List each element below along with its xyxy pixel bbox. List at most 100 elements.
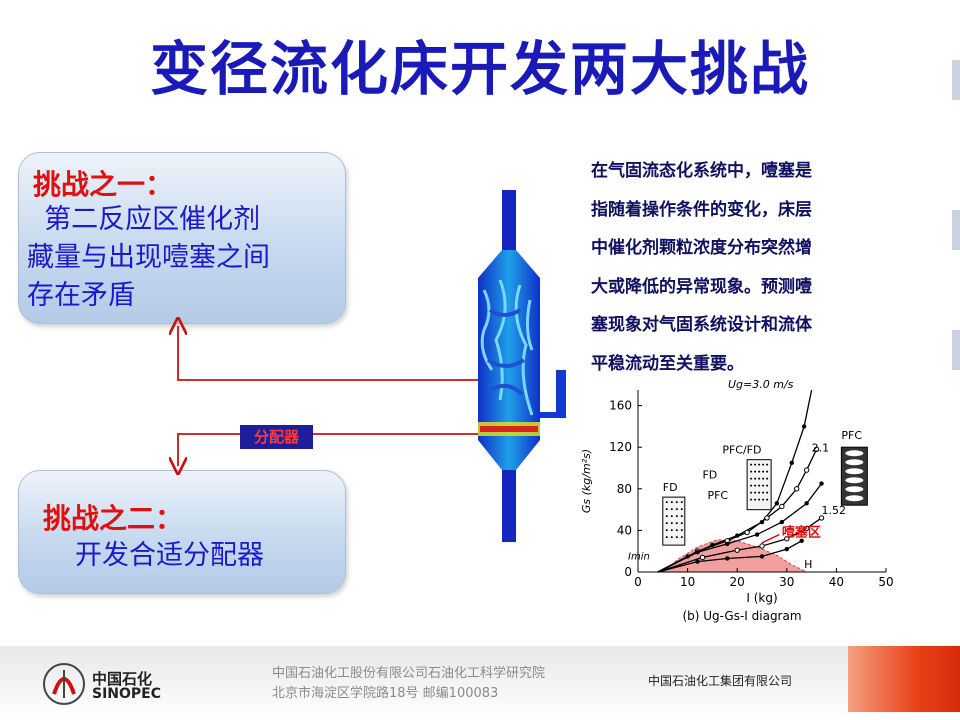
series-label-2-1: 2.1 — [812, 441, 830, 454]
particle-dot — [675, 536, 678, 539]
paragraph-line: 中催化剂颗粒浓度分布突然增 — [591, 238, 812, 258]
slide-edge-mark — [952, 210, 960, 250]
particle-dot — [750, 477, 753, 480]
plug-void — [845, 495, 864, 502]
particle-dot — [762, 477, 765, 480]
particle-dot — [766, 484, 769, 487]
regime-label-fd: FD — [663, 481, 678, 494]
particle-dot — [680, 522, 683, 525]
particle-dot — [665, 515, 668, 518]
particle-dot — [758, 470, 761, 473]
regime-label-pfc-2: PFC — [707, 489, 728, 502]
particle-dot — [665, 501, 668, 504]
particle-dot — [680, 529, 683, 532]
series-point — [725, 541, 730, 547]
series-line — [657, 540, 802, 573]
particle-dot — [758, 463, 761, 466]
particle-dot — [758, 477, 761, 480]
regime-sketch-fd — [662, 496, 686, 546]
series-point — [799, 538, 804, 543]
particle-dot — [766, 463, 769, 466]
plug-void — [845, 450, 864, 457]
x-tick-label: 50 — [878, 575, 893, 589]
x-tick-label: 40 — [829, 575, 844, 589]
particle-dot — [754, 463, 757, 466]
series-point — [759, 543, 765, 549]
particle-dot — [665, 536, 668, 539]
series-point — [801, 424, 807, 429]
particle-dot — [754, 470, 757, 473]
slide-edge-mark — [952, 60, 960, 100]
particle-dot — [680, 508, 683, 511]
challenge-two-body: 开发合适分配器 — [75, 540, 264, 571]
particle-dot — [675, 501, 678, 504]
particle-dot — [680, 515, 683, 518]
logo-text-cn: 中国石化 — [92, 670, 153, 688]
series-point — [789, 460, 794, 465]
particle-dot — [675, 522, 678, 525]
series-point — [759, 554, 765, 559]
footer-group-name: 中国石油化工集团有限公司 — [648, 674, 793, 688]
challenge-one-body: 第二反应区催化剂 藏量与出现噎塞之间 存在矛盾 — [27, 204, 270, 311]
x-tick-label: 0 — [634, 575, 642, 589]
x-tick-label: 10 — [680, 575, 695, 589]
slide-edge-mark — [952, 330, 960, 370]
particle-dot — [670, 501, 673, 504]
particle-dot — [665, 522, 668, 525]
series-point — [784, 536, 790, 542]
particle-dot — [758, 491, 761, 494]
particle-dot — [750, 470, 753, 473]
plug-void — [845, 486, 864, 493]
challenge-one-title: 挑战之一： — [33, 168, 174, 201]
paragraph-line: 大或降低的异常现象。预测噎 — [591, 276, 812, 297]
regime-label-fd-2: FD — [702, 468, 717, 481]
series-point — [754, 532, 760, 537]
x-tick-label: 20 — [730, 575, 745, 589]
particle-dot — [758, 498, 761, 501]
particle-dot — [750, 484, 753, 487]
series-label-ug: Ug=3.0 m/s — [728, 378, 794, 391]
series-point — [819, 481, 824, 486]
particle-dot — [762, 491, 765, 494]
series-point — [803, 525, 810, 532]
particle-dot — [762, 498, 765, 501]
series-point — [779, 503, 785, 510]
particle-dot — [762, 470, 765, 473]
plug-void — [845, 459, 864, 466]
paragraph-line: 指随着操作条件的变化，床层 — [591, 199, 812, 220]
challenge-one-card: 挑战之一： 第二反应区催化剂 藏量与出现噎塞之间 存在矛盾 — [18, 152, 346, 324]
particle-dot — [680, 536, 683, 539]
particle-dot — [675, 529, 678, 532]
series-point — [725, 556, 730, 561]
particle-dot — [754, 477, 757, 480]
plug-void — [845, 468, 864, 475]
series-point — [744, 529, 750, 536]
particle-dot — [762, 484, 765, 487]
footer-address-line1: 中国石油化工股份有限公司石油化工科学研究院 — [272, 666, 546, 681]
particle-dot — [750, 463, 753, 466]
regime-label-pfc-fd: PFC/FD — [722, 444, 761, 457]
choking-region — [661, 539, 807, 573]
series-point — [779, 519, 785, 525]
series-point — [699, 554, 706, 561]
particle-dot — [762, 463, 765, 466]
particle-dot — [670, 536, 673, 539]
challenge-two-title: 挑战之二： — [43, 502, 184, 535]
footer-address-line2: 北京市海淀区学院路18号 邮编100083 — [272, 686, 499, 701]
particle-dot — [766, 498, 769, 501]
particle-dot — [680, 501, 683, 504]
series-label-h: H — [804, 558, 812, 571]
paragraph-line: 平稳流动至关重要。 — [591, 353, 744, 374]
choking-definition-paragraph: 在气固流态化系统中，噎塞是 指随着操作条件的变化，床层 中催化剂颗粒浓度分布突然… — [591, 152, 921, 383]
particle-dot — [665, 508, 668, 511]
particle-dot — [675, 515, 678, 518]
page-title: 变径流化床开发两大挑战 — [149, 35, 810, 103]
x-tick-label: 30 — [779, 575, 794, 589]
regime-label-pfc: PFC — [841, 429, 862, 442]
particle-dot — [754, 498, 757, 501]
particle-dot — [670, 508, 673, 511]
distributor-label: 分配器 — [240, 425, 313, 449]
particle-dot — [766, 470, 769, 473]
particle-dot — [670, 529, 673, 532]
